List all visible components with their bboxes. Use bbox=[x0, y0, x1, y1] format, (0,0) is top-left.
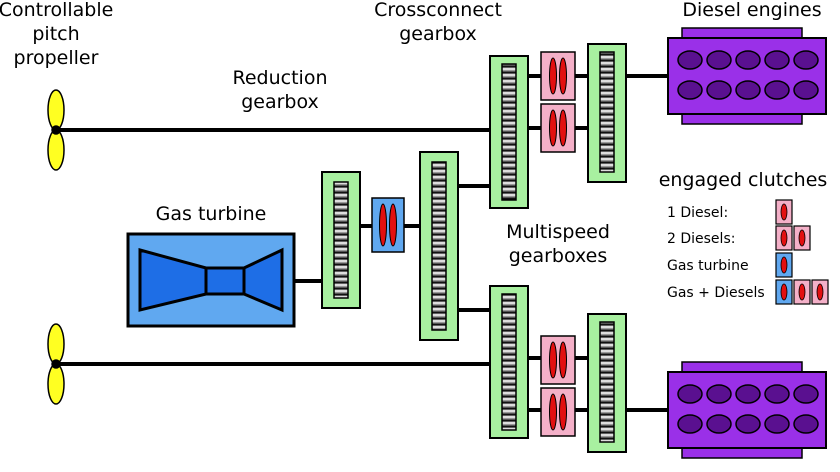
lower-clutch-b bbox=[540, 387, 576, 437]
propellers bbox=[47, 89, 65, 405]
propeller-label-line-1: Controllable bbox=[0, 0, 113, 21]
legend-clutch-swatch bbox=[793, 225, 811, 251]
legend-row-label: Gas + Diesels bbox=[667, 285, 765, 301]
lower-crossconnect-gearbox bbox=[587, 313, 627, 453]
propeller-label-line-2: pitch bbox=[32, 23, 79, 45]
gas-turbine-label: Gas turbine bbox=[156, 203, 267, 225]
gearboxes bbox=[321, 43, 627, 453]
legend-clutch-swatch bbox=[775, 199, 793, 225]
reduction-label-line-2: gearbox bbox=[241, 91, 319, 113]
gas-turbine bbox=[126, 232, 296, 328]
propeller-label-line-3: propeller bbox=[14, 47, 99, 69]
diesel-engines bbox=[667, 27, 827, 459]
upper-multispeed-gearbox bbox=[489, 55, 529, 209]
upper-diesel-engine-icon bbox=[667, 27, 827, 125]
lower-diesel-engine-icon bbox=[667, 361, 827, 459]
turbine-reduction-gearbox bbox=[321, 171, 361, 309]
crossconnect-label-line-2: gearbox bbox=[399, 23, 477, 45]
diesel-engines-label: Diesel engines bbox=[682, 0, 821, 21]
multispeed-label-line-1: Multispeed bbox=[506, 221, 610, 243]
legend-clutch-swatch bbox=[775, 252, 793, 278]
upper-clutch-b bbox=[540, 103, 576, 153]
crossconnect-label-line-1: Crossconnect bbox=[374, 0, 502, 21]
upper-clutch-a bbox=[540, 51, 576, 101]
upper-crossconnect-gearbox bbox=[587, 43, 627, 183]
legend-clutch-swatch bbox=[775, 225, 793, 251]
upper-propeller-icon bbox=[47, 89, 65, 171]
legend-row-label: Gas turbine bbox=[667, 258, 749, 274]
legend: engaged clutches 1 Diesel: 2 Diesels: Gas … bbox=[659, 169, 829, 305]
reduction-label-line-1: Reduction bbox=[233, 67, 328, 89]
multispeed-label-line-2: gearboxes bbox=[509, 245, 608, 267]
lower-multispeed-gearbox bbox=[489, 285, 529, 439]
clutches bbox=[371, 51, 576, 437]
labels: Controllable pitch propeller Crossconnec… bbox=[0, 0, 822, 267]
legend-clutch-swatch bbox=[793, 279, 811, 305]
center-gearbox bbox=[419, 151, 459, 341]
lower-clutch-a bbox=[540, 335, 576, 385]
legend-clutch-swatch bbox=[775, 279, 793, 305]
lower-propeller-icon bbox=[47, 323, 65, 405]
turbine-clutch bbox=[371, 197, 405, 253]
legend-clutch-swatch bbox=[811, 279, 829, 305]
legend-title: engaged clutches bbox=[659, 169, 828, 191]
legend-row-label: 2 Diesels: bbox=[667, 231, 735, 247]
legend-row-label: 1 Diesel: bbox=[667, 205, 728, 221]
